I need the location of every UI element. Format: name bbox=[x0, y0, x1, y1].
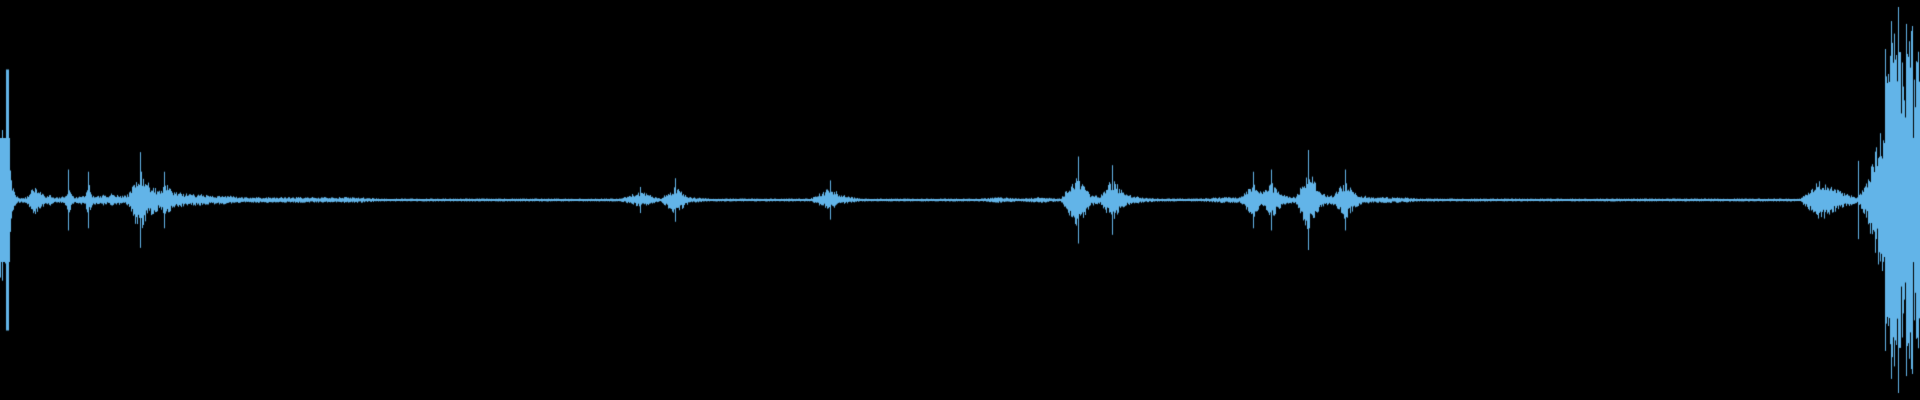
waveform-viewer[interactable] bbox=[0, 0, 1920, 400]
audio-waveform-canvas[interactable] bbox=[0, 0, 1920, 400]
